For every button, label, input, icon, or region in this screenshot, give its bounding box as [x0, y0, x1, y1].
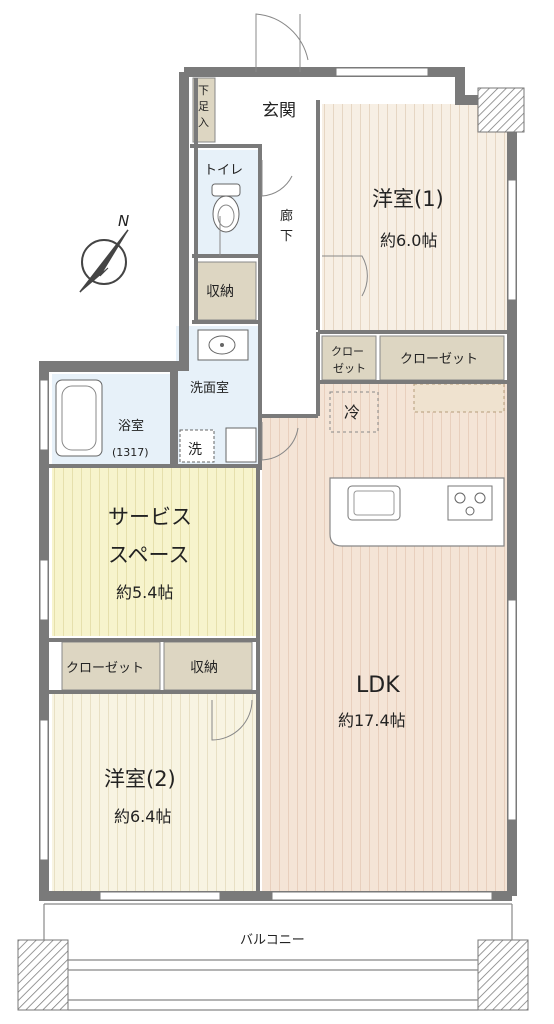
label-yokushitsu-size: (1317)	[112, 446, 149, 459]
label-shuno-top: 収納	[206, 284, 234, 300]
label-yoshitsu2: 洋室(2)	[104, 767, 176, 791]
label-closet-small-1: クロー	[331, 345, 364, 358]
label-senmenjo: 洗面室	[190, 380, 229, 396]
label-service-area: 約5.4帖	[116, 583, 173, 602]
label-rouka-1: 廊	[280, 208, 293, 224]
label-ldk-area: 約17.4帖	[338, 711, 406, 730]
label-yoshitsu2-area: 約6.4帖	[114, 807, 171, 826]
label-sen: 洗	[188, 442, 202, 458]
floor-yoshitsu2	[52, 690, 258, 892]
stove-icon	[447, 485, 493, 521]
washer-space	[179, 429, 215, 463]
storage-shitabako	[192, 77, 216, 143]
label-toilet: トイレ	[204, 163, 243, 178]
label-rei: 冷	[344, 403, 360, 422]
balcony	[43, 903, 513, 1011]
door-swings	[211, 13, 368, 741]
washroom-shelf	[225, 427, 257, 463]
label-service-1: サービス	[108, 505, 192, 529]
label-yoshitsu1: 洋室(1)	[372, 187, 444, 211]
floor-service	[52, 468, 258, 636]
pillar-top-right	[477, 87, 525, 133]
floor-ldk	[262, 380, 508, 892]
kitchen-sink	[347, 485, 401, 521]
storage-shuno-top	[195, 261, 257, 321]
label-shitabako-1: 下	[198, 84, 209, 97]
storage-shuno-mid	[163, 641, 253, 691]
closet-small	[321, 335, 377, 381]
label-closet-small-2: ゼット	[333, 362, 366, 375]
label-north: N	[118, 212, 129, 230]
fridge-space	[329, 391, 379, 433]
closet-mid	[61, 641, 161, 691]
label-service-2: スペース	[108, 543, 189, 567]
label-genkan: 玄関	[262, 101, 296, 121]
label-balcony: バルコニー	[240, 933, 305, 948]
compass-icon	[79, 229, 129, 293]
washbasin-icon	[197, 329, 249, 361]
closet-top	[379, 335, 505, 381]
floor-genkan	[220, 78, 318, 144]
upper-cabinet	[413, 383, 505, 413]
inner-walls	[48, 78, 508, 892]
floor-yoshitsu1	[322, 104, 508, 332]
pillar-balcony-left	[17, 939, 69, 1011]
label-closet-mid: クローゼット	[66, 661, 144, 676]
label-closet-top: クローゼット	[400, 352, 478, 367]
label-yokushitsu: 浴室	[118, 418, 144, 434]
toilet-icon	[211, 183, 241, 233]
label-rouka-2: 下	[280, 229, 293, 244]
bathtub-icon	[55, 379, 103, 457]
pillar-balcony-right	[477, 939, 529, 1011]
label-yoshitsu1-area: 約6.0帖	[380, 231, 437, 250]
label-shuno-mid: 収納	[190, 660, 218, 676]
label-ldk: LDK	[356, 673, 400, 698]
floor-corridor	[260, 146, 318, 416]
label-shitabako-3: 入	[198, 116, 209, 129]
label-shitabako-2: 足	[198, 100, 209, 113]
windows	[39, 67, 517, 901]
kitchen-sink-inner	[353, 490, 395, 516]
